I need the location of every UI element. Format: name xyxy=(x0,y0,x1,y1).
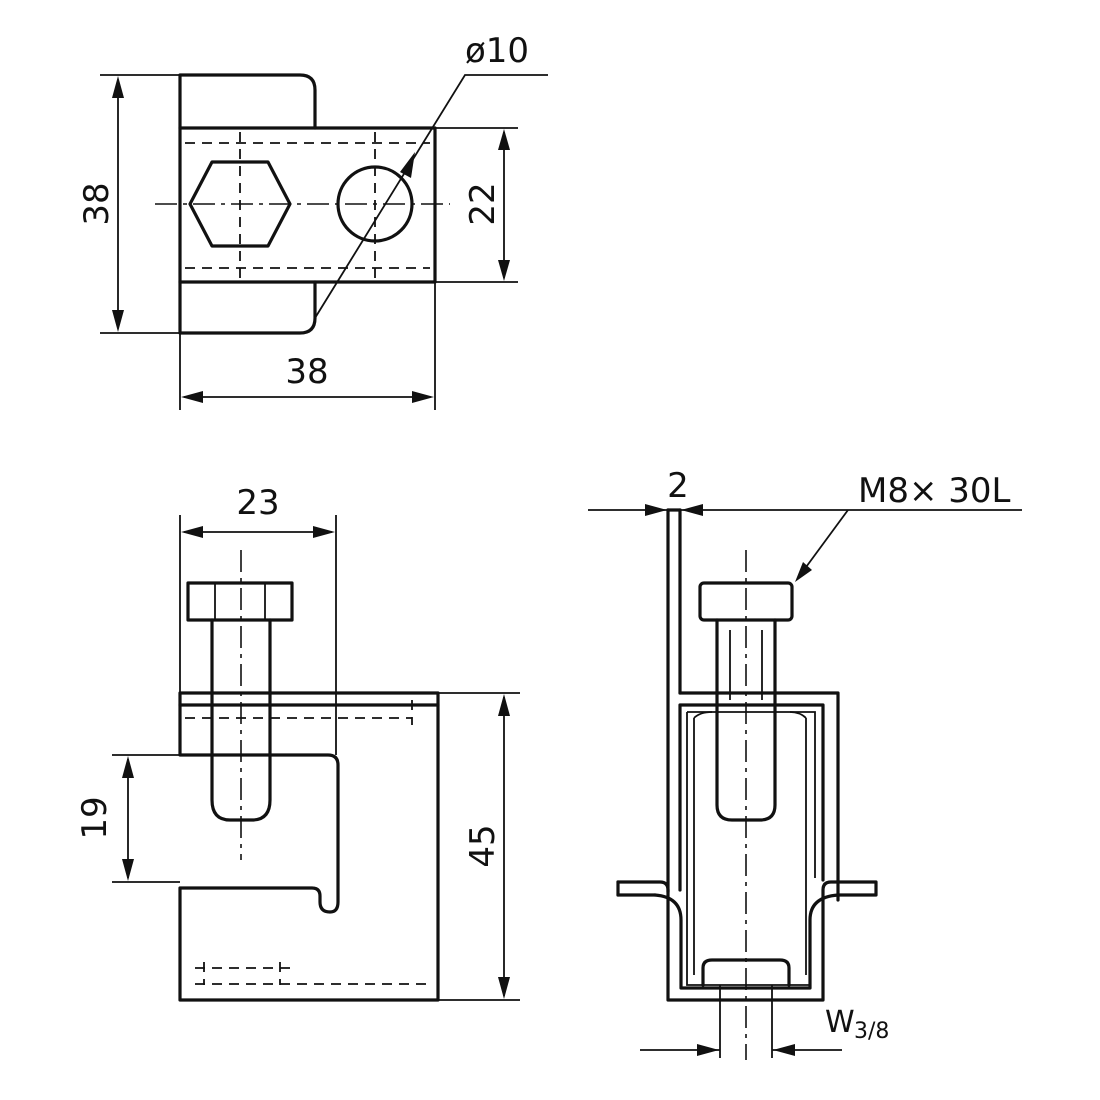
front-height-dimension: 45 xyxy=(463,824,503,867)
nut-icon xyxy=(701,958,791,987)
opening-dimension: 19 xyxy=(75,796,115,839)
top-width-dimension: 38 xyxy=(285,352,328,392)
thread-fraction-label: 3/8 xyxy=(854,1019,889,1044)
slot-width-dimension: 22 xyxy=(463,182,503,225)
top-view: 38 22 38 ø10 xyxy=(77,31,548,410)
bolt-head-icon xyxy=(186,581,294,622)
hole-diameter-label: ø10 xyxy=(465,31,529,71)
thread-spec-label: W xyxy=(825,1005,855,1040)
front-width-dimension: 23 xyxy=(236,483,279,523)
front-view: 23 19 45 xyxy=(75,483,520,1002)
front-view-outline xyxy=(178,691,440,1002)
thickness-dimension: 2 xyxy=(667,466,689,506)
top-height-dimension: 38 xyxy=(77,182,117,225)
side-view: 2 M8× 30L W 3/8 xyxy=(588,466,1022,1060)
side-channel-inner xyxy=(678,703,825,892)
bolt-spec-label: M8× 30L xyxy=(858,471,1011,511)
side-channel-outer xyxy=(616,691,878,1002)
